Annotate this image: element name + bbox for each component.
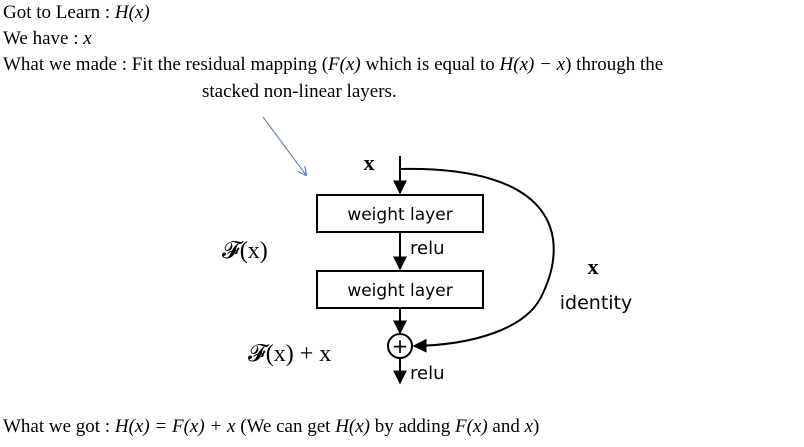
fx-label: 𝓕(x) bbox=[222, 238, 268, 264]
got-to-learn-value: H(x) bbox=[114, 2, 150, 23]
got-prefix: What we got : bbox=[3, 416, 115, 437]
identity-shortcut bbox=[399, 167, 555, 353]
we-have-line: We have : x bbox=[3, 27, 92, 51]
weight-layer-1 bbox=[316, 194, 484, 233]
what-we-made-line: What we made : Fit the residual mapping … bbox=[3, 53, 663, 77]
pointer-arrow bbox=[262, 116, 306, 175]
made-line2: stacked non-linear layers. bbox=[202, 81, 397, 102]
made-mid: which is equal to bbox=[360, 54, 500, 75]
relu2-label: relu bbox=[410, 363, 445, 384]
identity-label: identity bbox=[560, 292, 633, 314]
got-to-learn-line: Got to Learn : H(x) bbox=[3, 1, 150, 25]
what-we-made-line-2: stacked non-linear layers. bbox=[202, 80, 397, 104]
weight-layer-2-label: weight layer bbox=[347, 281, 452, 301]
made-hx-minus-x: H(x) − x bbox=[499, 54, 566, 75]
got-close: ) bbox=[533, 416, 540, 437]
got-hx: H(x) bbox=[335, 416, 370, 437]
got-open: (We can get bbox=[235, 416, 336, 437]
relu1-label: relu bbox=[410, 238, 445, 259]
got-to-learn-label: Got to Learn : bbox=[3, 2, 115, 23]
made-fx: F(x) bbox=[328, 54, 361, 75]
got-equation: H(x) = F(x) + x bbox=[114, 416, 236, 437]
sum-label: 𝓕(x) + x bbox=[248, 341, 331, 367]
got-by: by adding bbox=[370, 416, 455, 437]
input-x-label: x bbox=[364, 150, 375, 175]
we-have-value: x bbox=[83, 28, 92, 49]
made-prefix: What we made : Fit the residual mapping … bbox=[3, 54, 329, 75]
made-suffix: ) through the bbox=[565, 54, 664, 75]
we-have-label: We have : bbox=[3, 28, 84, 49]
got-fx: F(x) bbox=[454, 416, 488, 437]
weight-layer-1-label: weight layer bbox=[347, 205, 452, 225]
plus-icon: + bbox=[392, 334, 409, 358]
shortcut-x-label: x bbox=[588, 254, 599, 279]
what-we-got-line: What we got : H(x) = F(x) + x (We can ge… bbox=[3, 415, 539, 439]
got-and: and bbox=[487, 416, 525, 437]
weight-layer-2 bbox=[316, 270, 484, 309]
got-x: x bbox=[524, 416, 534, 437]
